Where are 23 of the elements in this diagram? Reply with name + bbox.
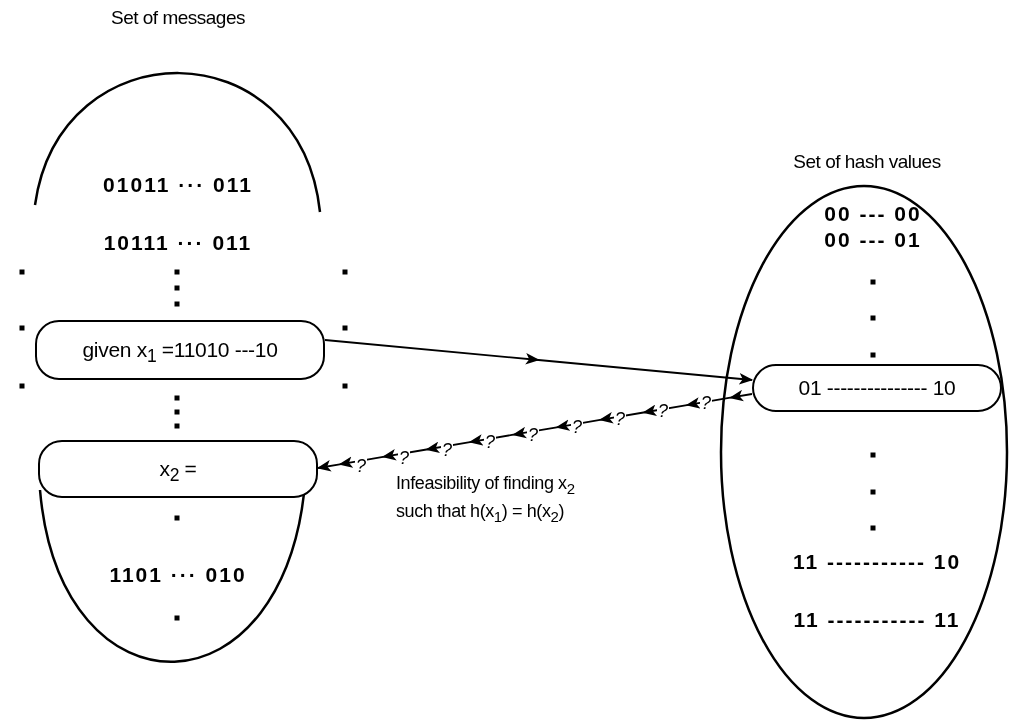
question-mark: ? (571, 418, 583, 436)
bit-string: 00 --- 01 (824, 228, 922, 252)
value-box: x$_{2}$ = (38, 440, 318, 498)
arrow (317, 390, 753, 472)
question-mark: ? (527, 426, 539, 444)
set-heading: Set of messages (111, 6, 245, 30)
bit-string: 01011 ··· 011 (103, 173, 253, 197)
question-mark: ? (614, 410, 626, 428)
arrow (324, 339, 753, 385)
bit-string: 10111 ··· 011 (103, 231, 253, 255)
bit-string: 00 --- 00 (824, 202, 922, 226)
question-mark: ? (484, 433, 496, 451)
bit-string: 1101 ··· 010 (109, 563, 247, 587)
bit-string: 11 ----------- 10 (792, 550, 962, 574)
question-mark: ? (355, 457, 367, 475)
set-heading: Set of hash values (793, 150, 941, 174)
question-mark: ? (441, 441, 453, 459)
question-mark: ? (398, 449, 410, 467)
bit-string: 11 ----------- 11 (793, 608, 961, 632)
value-box: given x$_{1}$ =11010 ---10 (35, 320, 325, 380)
value-box: 01 --------------- 10 (752, 364, 1002, 412)
question-mark: ? (657, 402, 669, 420)
question-mark: ? (700, 394, 712, 412)
